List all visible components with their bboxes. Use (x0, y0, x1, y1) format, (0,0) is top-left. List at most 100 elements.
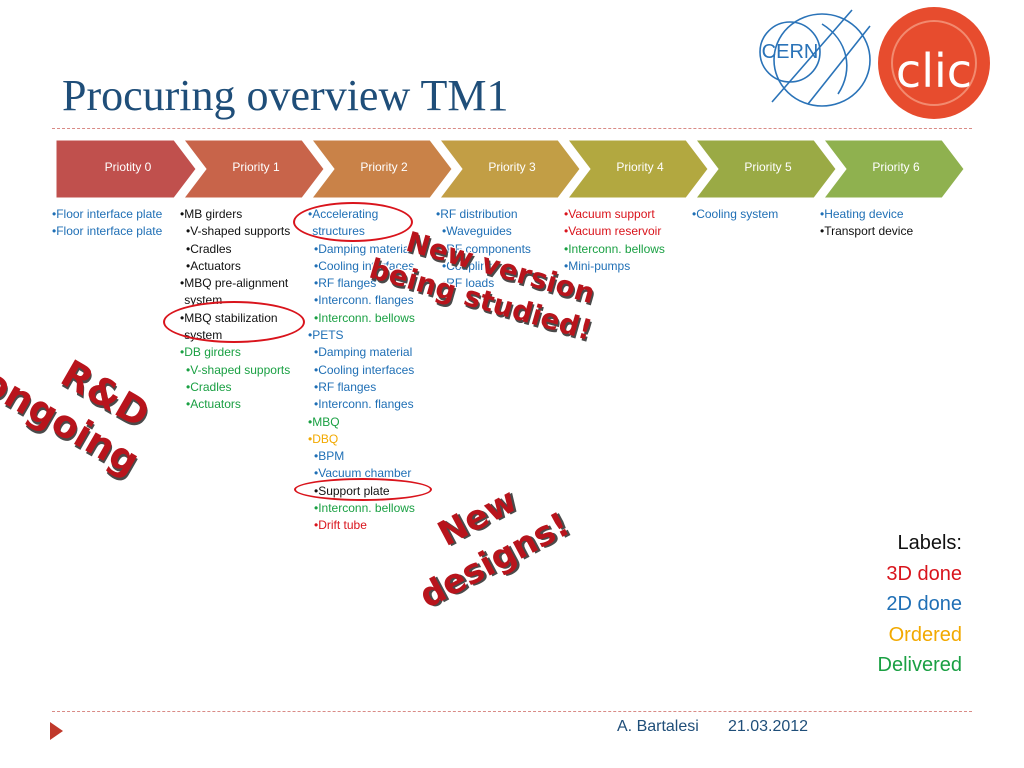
priority-chevron-0 (56, 140, 197, 198)
bullet-icon: • (308, 431, 313, 446)
footer-arrow-icon (50, 722, 63, 740)
priority-chevron-1 (183, 140, 325, 198)
highlight-ellipse-support-plate (294, 478, 432, 501)
list-item: •Vacuum chamber (308, 465, 432, 482)
list-item: •RF flanges (308, 275, 432, 292)
cern-logo: CERN (752, 6, 874, 114)
top-divider (52, 128, 972, 129)
list-item-text: Heating device (824, 207, 904, 221)
list-item: •Damping material (308, 344, 432, 361)
bullet-icon: • (180, 207, 185, 221)
list-item: •MBQ (308, 414, 432, 431)
priority-chevron-6 (823, 140, 965, 198)
list-item-text: Actuators (190, 397, 241, 412)
bullet-icon: • (186, 241, 191, 256)
priority-chevron-2 (311, 140, 453, 198)
bullet-icon: • (314, 449, 319, 464)
annotation-rnd-ongoing: R&D ongoing (0, 318, 170, 485)
priority-chevrons (56, 140, 965, 198)
priority-label-3: Priority 3 (488, 160, 536, 174)
bullet-icon: • (186, 397, 191, 412)
bullet-icon: • (314, 258, 319, 273)
list-item-text: RF flanges (318, 276, 377, 291)
list-item: •RF components (436, 241, 560, 258)
priority-column-5: •Cooling system (692, 206, 816, 223)
bullet-icon: • (314, 345, 319, 360)
bullet-icon: • (180, 276, 185, 291)
list-item: •Waveguides (436, 223, 560, 240)
list-item-text: Damping material (318, 345, 413, 360)
list-item-text: V-shaped supports (190, 224, 291, 239)
list-item: •RF loads (436, 275, 560, 292)
list-item: •Transport device (820, 223, 980, 240)
priority-chevron-4 (567, 140, 709, 198)
bullet-icon: • (442, 258, 447, 273)
list-item: •RF flanges (308, 379, 432, 396)
highlight-ellipse-accelerating (293, 202, 413, 242)
bullet-icon: • (186, 224, 191, 239)
legend-title: Labels: (897, 532, 963, 554)
priority-column-3: •RF distribution•Waveguides•RF component… (436, 206, 560, 292)
bullet-icon: • (442, 224, 447, 239)
list-item-text: Floor interface plate (56, 224, 163, 239)
bullet-icon: • (52, 207, 57, 221)
list-item-text: Interconn. bellows (318, 501, 415, 516)
bullet-icon: • (314, 293, 319, 308)
list-item: •DBQ (308, 431, 432, 448)
bullet-icon: • (564, 207, 569, 221)
bullet-icon: • (186, 379, 191, 394)
list-item-text: RF distribution (440, 207, 518, 221)
list-item-text: PETS (312, 328, 344, 343)
bullet-icon: • (442, 241, 447, 256)
list-item-text: Vacuum reservoir (568, 224, 662, 239)
slide-title: Procuring overview TM1 (62, 71, 509, 120)
bullet-icon: • (186, 258, 191, 273)
list-item-text: Transport device (824, 224, 914, 239)
list-item: •Floor interface plate (52, 206, 176, 223)
bullet-icon: • (314, 276, 319, 291)
highlight-ellipse-mbq-stabilization (163, 301, 305, 343)
priority-label-0: Priotity 0 (104, 160, 152, 174)
clic-logo: clic (876, 5, 992, 121)
list-item-text: Interconn. flanges (318, 293, 414, 308)
list-item: •Cooling system (692, 206, 816, 223)
list-item-text: V-shaped supports (190, 362, 291, 377)
list-item: •Damping material (308, 241, 432, 258)
list-item-text: DBQ (312, 431, 339, 446)
priority-column-4: •Vacuum support•Vacuum reservoir•Interco… (564, 206, 688, 275)
list-item: •MB girders (180, 206, 304, 223)
list-item: •Cooling interfaces (308, 362, 432, 379)
legend-item: 3D done (886, 562, 962, 585)
list-item: •Vacuum reservoir (564, 223, 688, 240)
bottom-divider (52, 711, 972, 712)
list-item-text: DB girders (184, 345, 241, 360)
list-item-text: Floor interface plate (56, 207, 163, 221)
priority-chevron-5 (695, 140, 837, 198)
list-item: •Vacuum support (564, 206, 688, 223)
list-item-text: RF flanges (318, 379, 377, 394)
bullet-icon: • (564, 224, 569, 239)
footer-date: 21.03.2012 (728, 718, 809, 735)
list-item: •Actuators (180, 258, 304, 275)
list-item: •DB girders (180, 344, 304, 361)
bullet-icon: • (308, 328, 313, 343)
bullet-icon: • (820, 224, 825, 239)
bullet-icon: • (314, 241, 319, 256)
list-item-text: Interconn. flanges (318, 397, 414, 412)
list-item-text: Coupling (446, 258, 494, 273)
list-item-text: Drift tube (318, 518, 367, 533)
priority-label-2: Priority 2 (360, 160, 408, 174)
bullet-icon: • (314, 310, 319, 325)
list-item: •Coupling (436, 258, 560, 275)
bullet-icon: • (314, 518, 319, 533)
list-item-text: Waveguides (446, 224, 512, 239)
list-item-text: Interconn. bellows (568, 241, 665, 256)
list-item: •Cradles (180, 241, 304, 258)
list-item: •Interconn. bellows (308, 310, 432, 327)
list-item: •Cradles (180, 379, 304, 396)
legend-item: Delivered (877, 654, 962, 676)
clic-logo-text: clic (896, 44, 972, 98)
bullet-icon: • (820, 207, 825, 221)
legend-item: 2D done (886, 593, 962, 615)
